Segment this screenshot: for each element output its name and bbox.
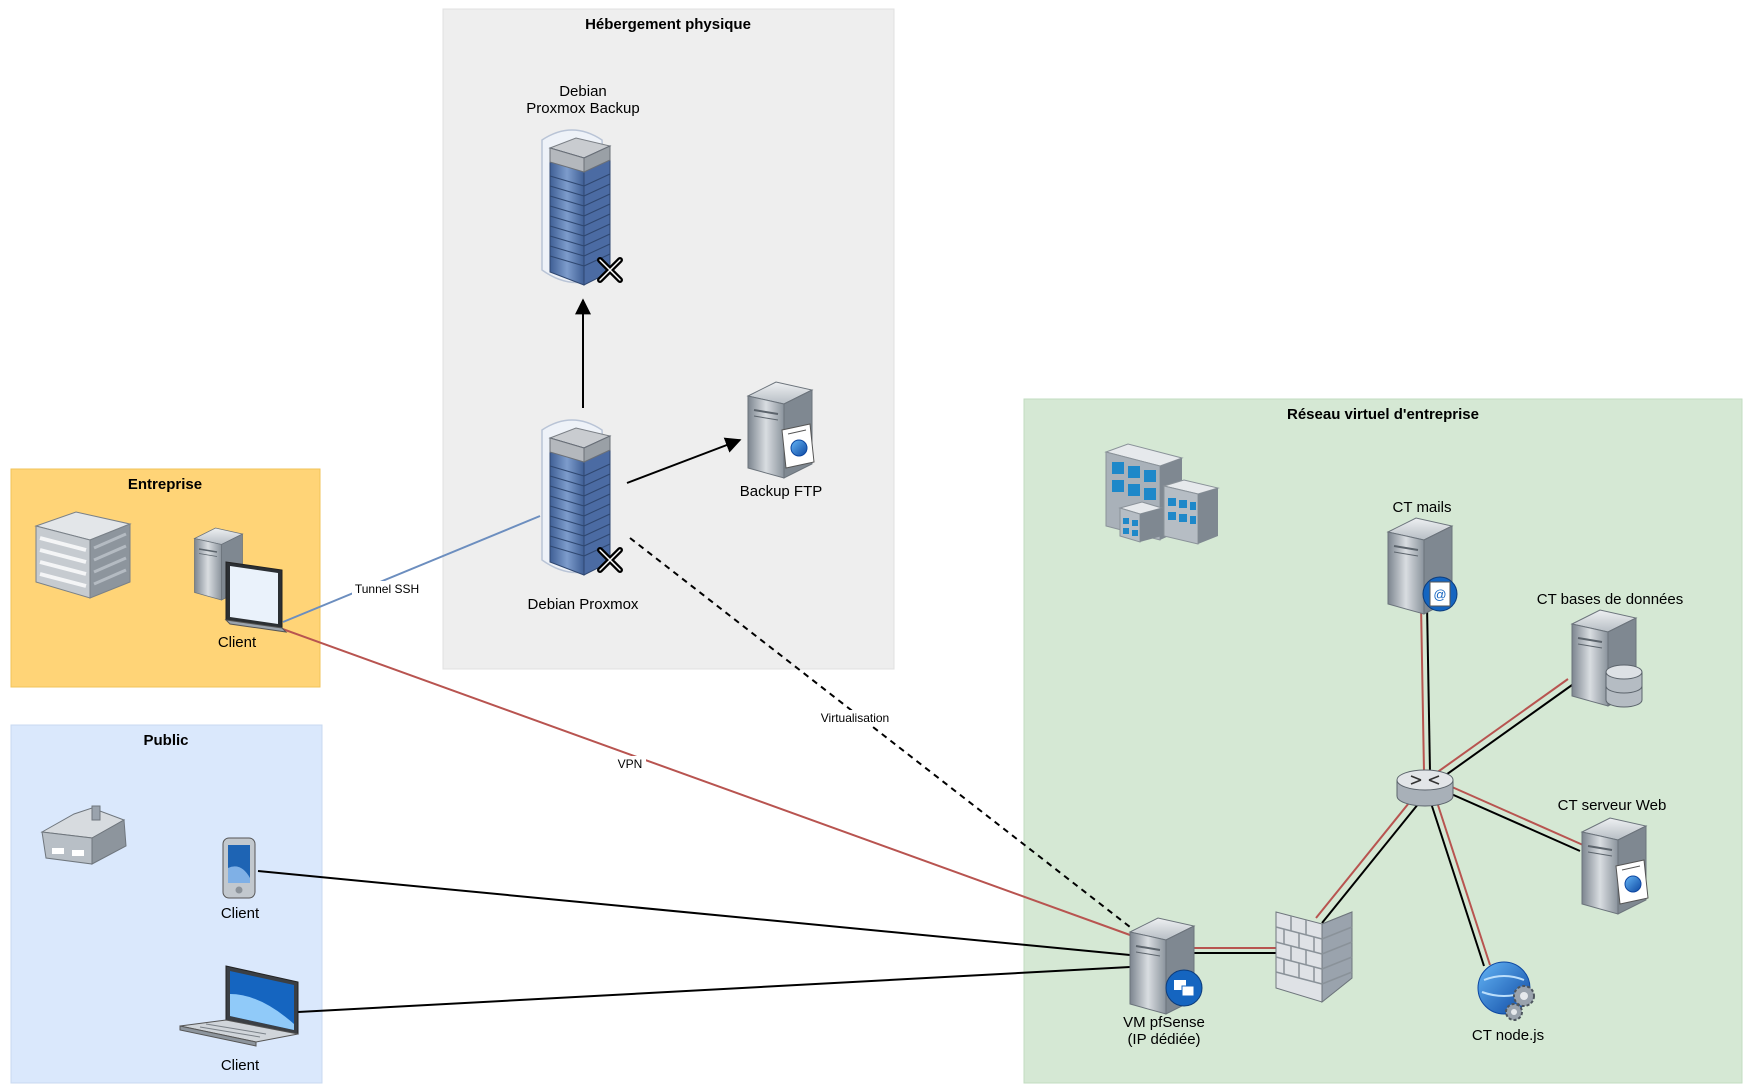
backup-server-label-line2: Proxmox Backup	[526, 100, 639, 117]
label-virtualisation: Virtualisation	[821, 711, 889, 725]
node-ct-web[interactable]: CT serveur Web	[1558, 797, 1667, 915]
node-entreprise-building	[34, 511, 132, 599]
ct-db-label: CT bases de données	[1537, 591, 1684, 608]
rack-server-icon	[542, 420, 620, 575]
rack-server-icon	[542, 130, 620, 285]
edge-vpn	[276, 626, 1131, 936]
edge-ssh-tunnel	[282, 515, 541, 623]
edge-proxmox-to-ftp	[626, 437, 742, 484]
edge-labels: Tunnel SSH VPN Virtualisation	[352, 581, 895, 772]
node-phone-client[interactable]: Client	[221, 837, 260, 922]
edge-router-to-db	[1431, 678, 1573, 783]
zone-entreprise-title: Entreprise	[128, 476, 202, 493]
enterprise-buildings-icon	[1104, 443, 1220, 545]
pfsense-label-line2: (IP dédiée)	[1127, 1031, 1200, 1048]
workstation-icon	[193, 527, 288, 633]
edges	[257, 298, 1584, 1013]
smartphone-icon	[222, 837, 256, 899]
label-bg-ssh	[352, 581, 422, 597]
edge-phone-to-pfsense	[257, 870, 1131, 956]
laptop-client-label: Client	[221, 1057, 260, 1074]
entreprise-client-label: Client	[218, 634, 257, 651]
ct-node-label: CT node.js	[1472, 1027, 1544, 1044]
zone-hosting: Hébergement physique	[442, 8, 895, 670]
firewall-icon	[1275, 911, 1353, 1004]
node-home	[40, 805, 127, 865]
label-bg-vpn	[614, 756, 646, 772]
edge-laptop-to-pfsense	[297, 966, 1131, 1013]
zone-hosting-title: Hébergement physique	[585, 16, 751, 33]
node-pfsense[interactable]: VM pfSense (IP dédiée)	[1123, 917, 1205, 1048]
web-server-icon	[747, 381, 815, 479]
vm-server-icon	[1129, 917, 1203, 1015]
node-entreprise-client[interactable]: Client	[193, 527, 288, 651]
node-laptop-client[interactable]: Client	[179, 965, 299, 1074]
globe-gears-icon	[1477, 961, 1535, 1021]
edge-router-to-web	[1448, 786, 1584, 852]
web-server-icon	[1581, 817, 1649, 915]
edge-firewall-to-router	[1315, 792, 1424, 924]
edge-router-to-mails	[1420, 603, 1431, 773]
backup-server-label-line1: Debian	[559, 83, 607, 100]
zone-public-title: Public	[143, 732, 188, 749]
label-bg-virtualisation	[815, 710, 895, 726]
label-tunnel-ssh: Tunnel SSH	[355, 582, 419, 596]
node-firewall[interactable]	[1275, 911, 1353, 1004]
label-vpn: VPN	[618, 757, 643, 771]
backup-ftp-label: Backup FTP	[740, 483, 823, 500]
ct-web-label: CT serveur Web	[1558, 797, 1667, 814]
office-building-icon	[34, 511, 132, 599]
node-backup-server[interactable]: Debian Proxmox Backup	[526, 83, 640, 285]
zone-hosting-bg	[442, 8, 895, 670]
proxmox-server-label: Debian Proxmox	[528, 596, 639, 613]
laptop-icon	[179, 965, 299, 1047]
svg-text:@: @	[1433, 587, 1446, 602]
node-proxmox-server[interactable]: Debian Proxmox	[528, 420, 639, 613]
node-router[interactable]	[1396, 769, 1454, 807]
ct-mails-label: CT mails	[1393, 499, 1452, 516]
node-ct-mails[interactable]: @ CT mails	[1387, 499, 1458, 615]
edge-router-to-node	[1429, 798, 1491, 967]
zone-vnet-title: Réseau virtuel d'entreprise	[1287, 406, 1479, 423]
node-vnet-buildings	[1104, 443, 1220, 545]
mail-server-icon: @	[1387, 517, 1458, 615]
house-icon	[40, 805, 127, 865]
node-ct-node[interactable]: CT node.js	[1472, 961, 1544, 1044]
pfsense-label-line1: VM pfSense	[1123, 1014, 1205, 1031]
node-ct-db[interactable]: CT bases de données	[1537, 591, 1684, 708]
phone-client-label: Client	[221, 905, 260, 922]
router-icon	[1396, 769, 1454, 807]
edge-pfsense-to-firewall	[1190, 947, 1277, 954]
node-backup-ftp[interactable]: Backup FTP	[740, 381, 823, 500]
database-server-icon	[1571, 609, 1643, 708]
